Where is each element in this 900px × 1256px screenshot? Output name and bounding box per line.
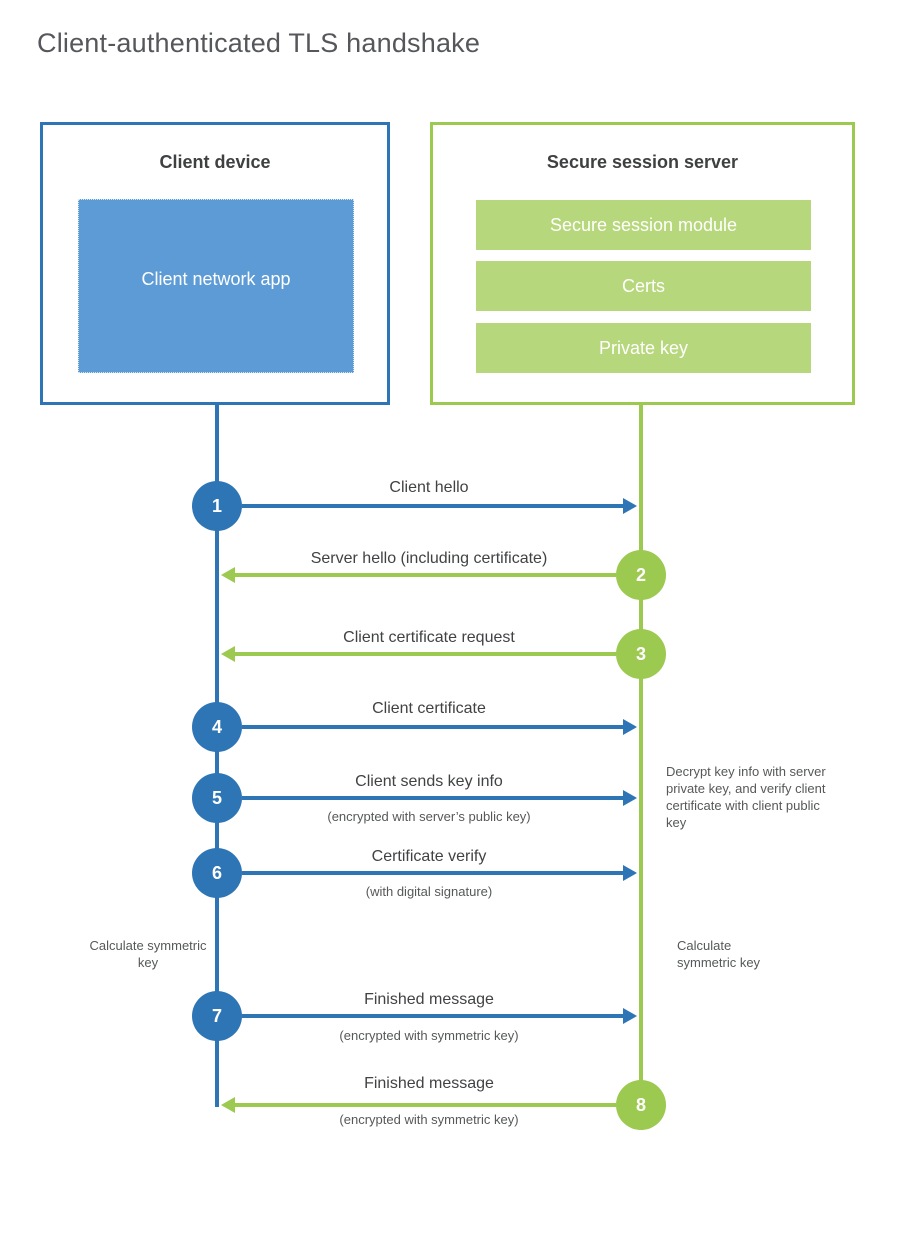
step-circle-5: 5 — [192, 773, 242, 823]
step-circle-3: 3 — [616, 629, 666, 679]
secure-session-server-box: Secure session server Secure session mod… — [430, 122, 855, 405]
secure-session-server-title: Secure session server — [546, 152, 739, 172]
step-circle-2: 2 — [616, 550, 666, 600]
step-number: 6 — [211, 862, 222, 883]
message-label-3: Client certificate request — [343, 629, 515, 646]
arrowhead-left-icon — [221, 1097, 235, 1113]
step-circle-1: 1 — [192, 481, 242, 531]
step-number: 5 — [211, 787, 222, 808]
message-arrow-1 — [242, 504, 623, 508]
message-arrow-3 — [235, 652, 616, 656]
arrowhead-right-icon — [623, 1008, 637, 1024]
server-lifeline — [639, 405, 643, 1130]
step-number: 4 — [211, 716, 222, 737]
step-number: 7 — [211, 1005, 222, 1026]
step-circle-8: 8 — [616, 1080, 666, 1130]
message-arrow-7 — [242, 1014, 623, 1018]
message-sub-8: (encrypted with symmetric key) — [339, 1112, 519, 1127]
server-module-secure-session-module: Secure session module — [476, 200, 811, 250]
step-number: 1 — [211, 495, 222, 516]
arrowhead-right-icon — [623, 790, 637, 806]
diagram-title: Client-authenticated TLS handshake — [37, 28, 481, 58]
message-arrow-2 — [235, 573, 616, 577]
message-label-6: Certificate verify — [371, 848, 487, 865]
message-sub-6: (with digital signature) — [365, 884, 493, 899]
client-lifeline — [215, 405, 219, 1107]
message-arrow-8 — [235, 1103, 616, 1107]
server-decrypt-note: Decrypt key info with server private key… — [666, 764, 826, 831]
arrowhead-right-icon — [623, 865, 637, 881]
message-label-8: Finished message — [364, 1075, 494, 1092]
step-number: 2 — [635, 564, 646, 585]
client-network-app-box: Client network app — [78, 199, 354, 373]
step-circle-4: 4 — [192, 702, 242, 752]
message-label-5: Client sends key info — [355, 773, 503, 790]
arrowhead-left-icon — [221, 567, 235, 583]
server-calculate-symmetric-key-note: Calculate symmetric key — [677, 938, 761, 971]
message-arrow-6 — [242, 871, 623, 875]
message-sub-5: (encrypted with server’s public key) — [327, 809, 531, 824]
step-circle-6: 6 — [192, 848, 242, 898]
message-arrow-5 — [242, 796, 623, 800]
server-module-certs: Certs — [476, 261, 811, 311]
step-number: 8 — [635, 1094, 646, 1115]
message-label-4: Client certificate — [372, 700, 486, 717]
server-module-private-key: Private key — [476, 323, 811, 373]
client-calculate-symmetric-key-note: Calculate symmetric key — [89, 938, 207, 971]
arrowhead-left-icon — [221, 646, 235, 662]
client-network-app-label: Client network app — [141, 269, 291, 289]
message-label-1: Client hello — [389, 479, 469, 496]
message-sub-7: (encrypted with symmetric key) — [339, 1028, 519, 1043]
step-number: 3 — [635, 643, 646, 664]
arrowhead-right-icon — [623, 498, 637, 514]
client-device-title: Client device — [159, 152, 271, 172]
message-arrow-4 — [242, 725, 623, 729]
message-label-2: Server hello (including certificate) — [310, 550, 548, 567]
message-label-7: Finished message — [364, 991, 494, 1008]
client-device-box: Client device Client network app — [40, 122, 390, 405]
arrowhead-right-icon — [623, 719, 637, 735]
step-circle-7: 7 — [192, 991, 242, 1041]
